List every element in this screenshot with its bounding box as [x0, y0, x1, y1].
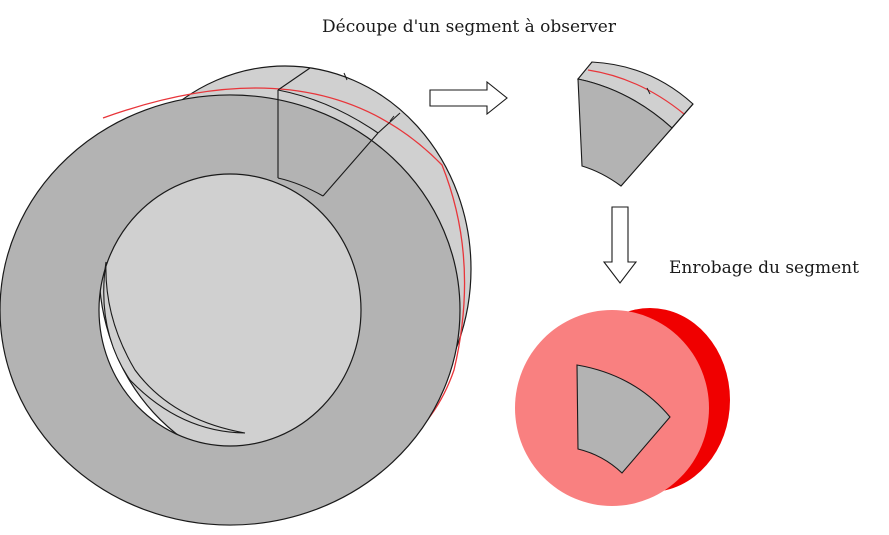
- segment-marker-line: [587, 69, 685, 115]
- caption-cut-segment: Découpe d'un segment à observer: [322, 17, 616, 37]
- caption-coating: Enrobage du segment: [669, 258, 859, 278]
- coated-sample: [515, 308, 730, 506]
- ring-cylinder: [0, 65, 472, 526]
- cut-segment: [576, 61, 694, 187]
- marker-ticks: [343, 72, 395, 122]
- ring-front-face: [0, 94, 461, 526]
- arrow-down-icon: [602, 206, 638, 284]
- ring-bore-inner-side: [103, 261, 246, 434]
- ring-cut-lines: [277, 67, 401, 197]
- arrow-right-icon: [429, 80, 508, 116]
- ring-segment-region: [277, 89, 379, 134]
- segment-tick: [646, 87, 651, 95]
- segment-front-face: [577, 78, 673, 187]
- embedded-segment: [576, 364, 671, 474]
